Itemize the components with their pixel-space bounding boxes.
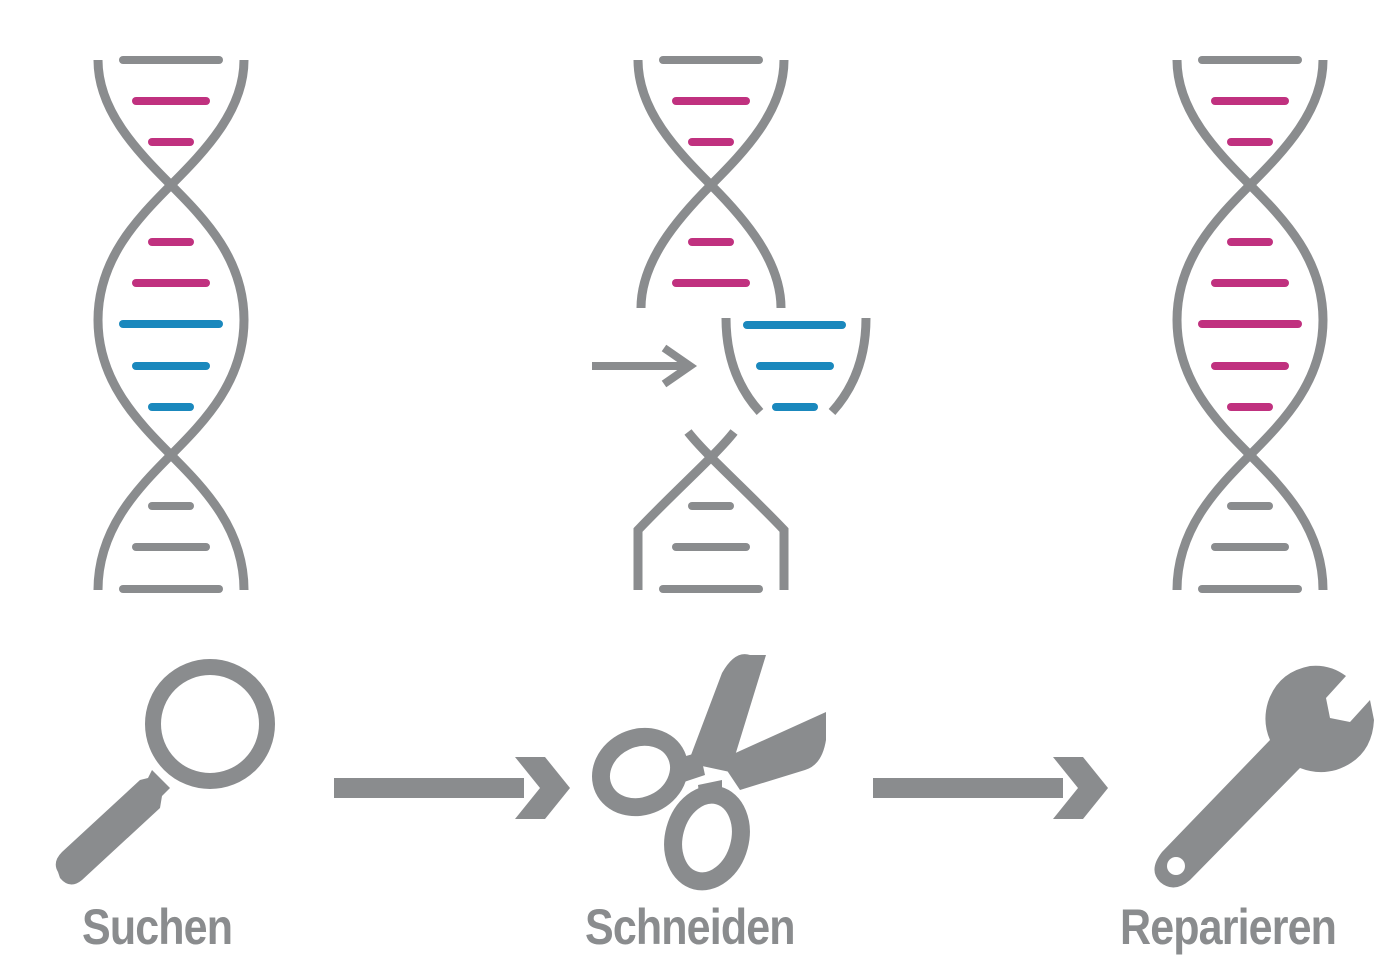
- dna-upper-fragment: [633, 56, 789, 309]
- dna-helix-search: [98, 60, 244, 590]
- dna-helix-repaired: [1177, 60, 1323, 590]
- step-label-search: Suchen: [82, 899, 233, 955]
- arrow-right-icon: [873, 757, 1108, 819]
- step-label-repair: Reparieren: [1120, 899, 1337, 955]
- dna-lower-fragment: [633, 429, 789, 593]
- excised-dna-segment: [721, 317, 871, 416]
- excision-arrow-icon: [592, 344, 698, 388]
- scissors-icon: [592, 654, 826, 891]
- magnifier-icon: [55, 659, 275, 885]
- arrow-right-icon: [334, 757, 570, 819]
- step-label-cut: Schneiden: [585, 899, 796, 955]
- dna-helix-cut: [592, 56, 871, 593]
- wrench-icon: [1154, 665, 1374, 888]
